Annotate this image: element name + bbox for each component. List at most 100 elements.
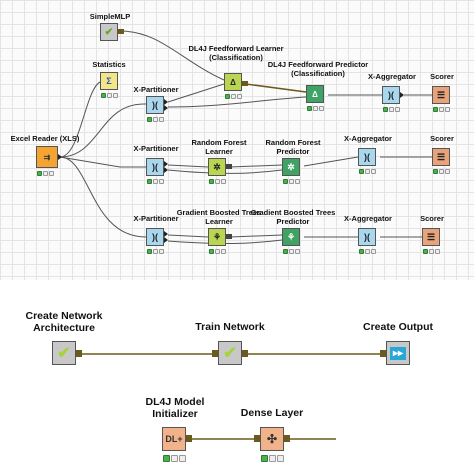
port-out-dl4j-learner[interactable] <box>242 81 248 86</box>
status-xpartitioner-3 <box>147 249 164 254</box>
status-xpartitioner-1 <box>147 117 164 122</box>
port-out-xpart3-train[interactable] <box>164 231 168 237</box>
status-xaggregator-3 <box>359 249 376 254</box>
node-statistics[interactable]: Σ <box>100 72 118 90</box>
pipeline-node-train-network[interactable]: ✔ <box>218 341 242 365</box>
node-rf-learner[interactable]: ✲ <box>208 158 226 176</box>
node-label-scorer-3: Scorer <box>420 214 444 223</box>
check-icon: ✔ <box>57 345 71 362</box>
node-xaggregator-1[interactable]: )( <box>382 86 400 104</box>
connection-xpart1-predictor[interactable] <box>167 96 307 108</box>
port-out-gbt-learner[interactable] <box>226 234 232 239</box>
loop-end-icon: )( <box>388 90 394 100</box>
node-dl4j-predictor[interactable]: Δ <box>306 85 324 103</box>
status-xaggregator-2 <box>359 169 376 174</box>
connection-excel-xpartitioner-3[interactable] <box>59 156 147 238</box>
node-excel-reader[interactable]: ⇉ <box>36 146 58 168</box>
tree-icon: ✲ <box>213 161 221 172</box>
connection-excel-xpartitioner-1[interactable] <box>59 103 147 158</box>
port-out-xpart3-test[interactable] <box>164 237 168 243</box>
connection-xpart3-gbtlearner[interactable] <box>167 234 209 238</box>
port-out-dl4j-initializer[interactable] <box>186 435 192 442</box>
node-label-simplemlp: SimpleMLP <box>89 12 131 21</box>
connection-excel-statistics[interactable] <box>59 81 101 158</box>
port-out-simplemlp[interactable] <box>118 29 124 34</box>
port-out-xpart1-train[interactable] <box>164 99 168 105</box>
port-out-xpart1-test[interactable] <box>164 105 168 111</box>
node-xpartitioner-3[interactable]: )( <box>146 228 164 246</box>
node-label-xpartitioner-3: X-Partitioner <box>133 214 179 223</box>
connection-xpart2-rflearner[interactable] <box>167 164 209 168</box>
status-scorer-3 <box>423 249 440 254</box>
loop-end-icon: )( <box>364 232 370 242</box>
loop-start-icon: )( <box>152 232 158 242</box>
boost-icon: ⚘ <box>286 231 296 242</box>
node-label-xaggregator-2: X-Aggregator <box>344 134 392 143</box>
tree-icon: ✲ <box>287 161 295 172</box>
status-xaggregator-1 <box>383 107 400 112</box>
learner-icon: Δ <box>230 77 236 87</box>
connection-mlp-learner[interactable] <box>119 30 225 81</box>
node-dl4j-learner[interactable]: Δ <box>224 73 242 91</box>
port-out-train-network[interactable] <box>242 350 248 357</box>
status-xpartitioner-2 <box>147 179 164 184</box>
status-dl4j-learner <box>225 94 242 99</box>
node-simplemlp[interactable]: ✔ <box>100 23 118 41</box>
layer-node-dense-layer[interactable]: ✣ <box>260 427 284 451</box>
port-out-xpart2-train[interactable] <box>164 161 168 167</box>
pipeline-label-train-network: Train Network <box>195 321 265 333</box>
status-rf-predictor <box>283 179 300 184</box>
pipeline-node-create-output[interactable]: ▸▸ <box>386 341 410 365</box>
layer-node-dl4j-initializer[interactable]: DL+ <box>162 427 186 451</box>
check-icon: ✔ <box>223 345 237 362</box>
dense-layer-icon: ✣ <box>266 432 278 446</box>
status-scorer-2 <box>433 169 450 174</box>
connection-xpart3-gbtpredictor[interactable] <box>167 239 283 245</box>
boost-icon: ⚘ <box>212 231 222 242</box>
pipeline-node-create-network[interactable]: ✔ <box>52 341 76 365</box>
status-gbt-predictor <box>283 249 300 254</box>
connection-xpart2-rfpredictor[interactable] <box>167 169 283 174</box>
port-out-dense-layer[interactable] <box>284 435 290 442</box>
node-gbt-predictor[interactable]: ⚘ <box>282 228 300 246</box>
node-xaggregator-3[interactable]: )( <box>358 228 376 246</box>
scorer-icon: ☰ <box>436 151 446 162</box>
loop-start-icon: )( <box>152 162 158 172</box>
node-gbt-learner[interactable]: ⚘ <box>208 228 226 246</box>
port-in-train-network[interactable] <box>212 350 218 357</box>
workflow-editor-canvas[interactable] <box>0 0 474 280</box>
port-out-create-network[interactable] <box>76 350 82 357</box>
scorer-icon: ☰ <box>426 231 436 242</box>
scorer-icon: ☰ <box>436 89 446 100</box>
status-gbt-learner <box>209 249 226 254</box>
port-out-excel-reader[interactable] <box>58 154 62 160</box>
port-out-xagg1[interactable] <box>400 92 404 98</box>
node-label-dl4j-learner: DL4J Feedforward Learner (Classification… <box>188 44 284 62</box>
node-rf-predictor[interactable]: ✲ <box>282 158 300 176</box>
connection-rfpredictor-aggregator-2[interactable] <box>303 156 359 167</box>
loop-start-icon: )( <box>152 100 158 110</box>
port-out-xpart2-test[interactable] <box>164 167 168 173</box>
status-scorer-1 <box>433 107 450 112</box>
connection-learner-predictor[interactable] <box>245 83 307 93</box>
node-xpartitioner-2[interactable]: )( <box>146 158 164 176</box>
node-label-statistics: Statistics <box>92 60 126 69</box>
connection-rflearner-rfpredictor[interactable] <box>229 164 283 168</box>
node-scorer-2[interactable]: ☰ <box>432 148 450 166</box>
layer-label-dense-layer: Dense Layer <box>240 407 304 419</box>
connection-xpart1-learner[interactable] <box>167 83 225 103</box>
node-label-xaggregator-1: X-Aggregator <box>368 72 416 81</box>
node-label-rf-learner: Random Forest Learner <box>191 138 247 156</box>
node-scorer-3[interactable]: ☰ <box>422 228 440 246</box>
status-rf-learner <box>209 179 226 184</box>
connection-gbtlearner-gbtpredictor[interactable] <box>229 234 283 238</box>
node-label-xpartitioner-2: X-Partitioner <box>133 144 179 153</box>
node-scorer-1[interactable]: ☰ <box>432 86 450 104</box>
connection-excel-xpartitioner-2[interactable] <box>59 156 146 168</box>
port-out-rf-learner[interactable] <box>226 164 232 169</box>
port-in-create-output[interactable] <box>380 350 386 357</box>
port-in-dense-layer[interactable] <box>254 435 260 442</box>
node-xaggregator-2[interactable]: )( <box>358 148 376 166</box>
node-xpartitioner-1[interactable]: )( <box>146 96 164 114</box>
